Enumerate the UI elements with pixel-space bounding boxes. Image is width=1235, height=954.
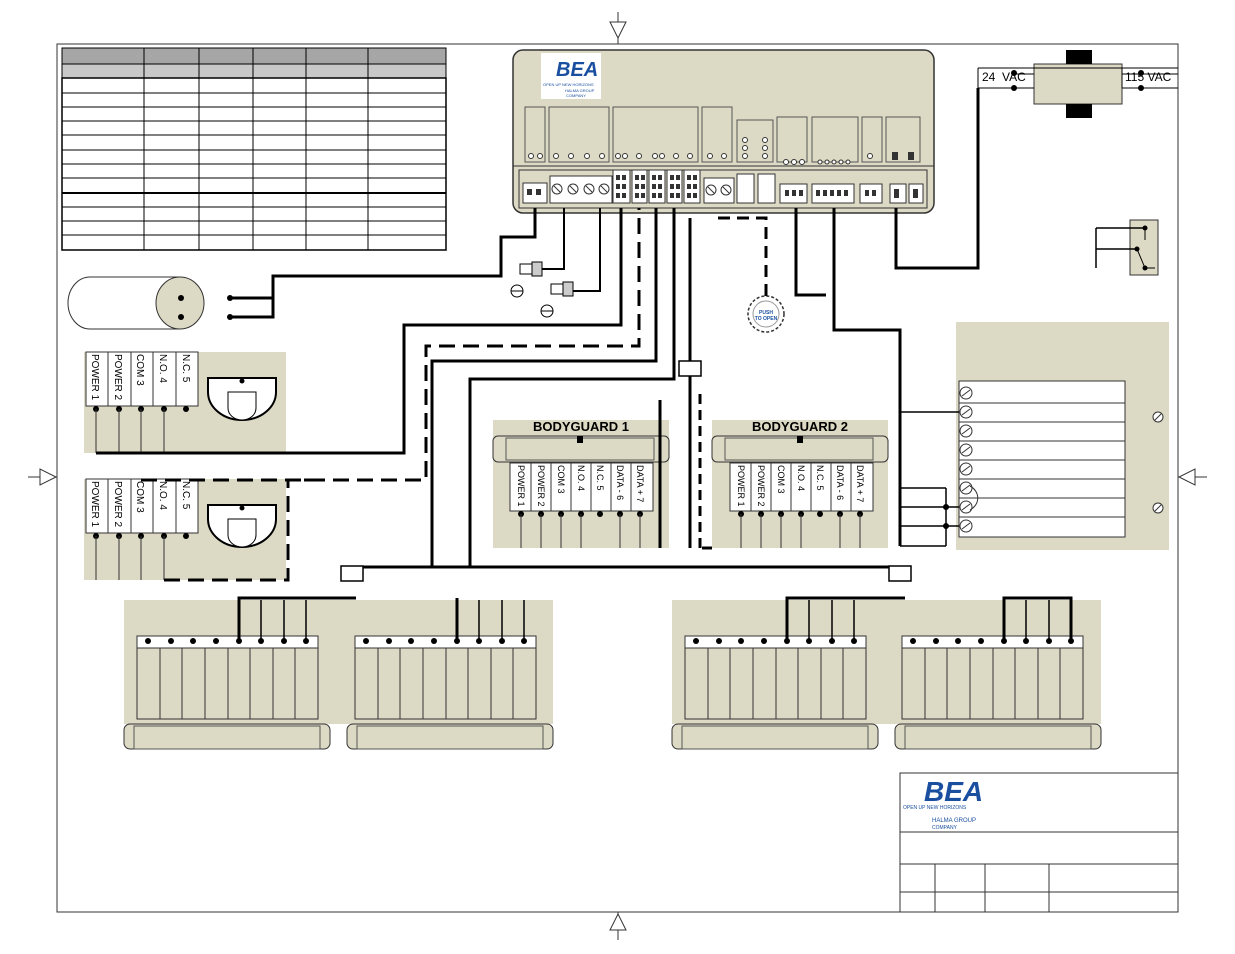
bg1-terminal-2: POWER 2 (536, 465, 546, 507)
push-plate-line1: PUSH (759, 310, 773, 316)
transformer: 24 VAC 115 VAC (977, 50, 1178, 118)
bg2-terminal-7: DATA + 7 (855, 465, 865, 502)
ms2-terminal-1: POWER 1 (89, 481, 100, 528)
spec-table (61, 47, 447, 251)
bg2-terminal-2: POWER 2 (756, 465, 766, 507)
safety-sensor-left (123, 600, 554, 750)
bg2-terminal-5: N.C. 5 (815, 465, 825, 491)
controller-group-line1: HALMA GROUP (565, 88, 595, 93)
controller-logo: BEA (556, 59, 598, 81)
ms2-terminal-5: N.C. 5 (180, 481, 191, 510)
bg2-terminal-4: N.O. 4 (796, 465, 806, 491)
motion-sensor-2: POWER 1 POWER 2 COM 3 N.O. 4 N.C. 5 (84, 478, 286, 580)
title-block-tagline: OPEN UP NEW HORIZONS (903, 805, 967, 811)
ms2-terminal-4: N.O. 4 (157, 481, 168, 510)
title-block-logo: BEA (924, 776, 983, 807)
bg2-terminal-6: DATA - 6 (835, 465, 845, 500)
wire-connectors (340, 360, 912, 582)
bg2-terminal-3: COM 3 (776, 465, 786, 494)
ms1-terminal-5: N.C. 5 (180, 354, 191, 383)
ms1-terminal-4: N.O. 4 (157, 354, 168, 383)
control-unit: BEA OPEN UP NEW HORIZONS HALMA GROUP COM… (512, 49, 935, 214)
motion-sensor-1: POWER 1 POWER 2 COM 3 N.O. 4 N.C. 5 (84, 351, 286, 453)
controller-tagline: OPEN UP NEW HORIZONS (543, 82, 594, 87)
terminal-panel (956, 322, 1169, 550)
ms2-terminal-2: POWER 2 (112, 481, 123, 528)
controller-group-line2: COMPANY (566, 93, 586, 98)
primary-voltage-label: 115 VAC (1125, 70, 1172, 84)
door-motor (67, 276, 233, 330)
bg1-terminal-7: DATA + 7 (635, 465, 645, 502)
title-block-group-1: HALMA GROUP (932, 818, 976, 824)
thin-wiring (260, 227, 1145, 641)
bg1-terminal-5: N.C. 5 (595, 465, 605, 491)
ms1-terminal-3: COM 3 (134, 354, 145, 386)
title-block-group-2: COMPANY (932, 825, 958, 831)
position-switches (510, 261, 574, 318)
bodyguard-2: BODYGUARD 2 POWER 1 POWER 2 COM 3 N.O. 4… (711, 419, 889, 548)
bg1-terminal-4: N.O. 4 (576, 465, 586, 491)
bodyguard-2-label: BODYGUARD 2 (752, 419, 848, 434)
push-plate: PUSH TO OPEN (747, 295, 785, 333)
title-block: BEA OPEN UP NEW HORIZONS HALMA GROUP COM… (899, 772, 1179, 913)
center-markers (28, 12, 1207, 940)
bg1-terminal-6: DATA - 6 (615, 465, 625, 500)
safety-sensor-right (671, 600, 1102, 750)
ms1-terminal-2: POWER 2 (112, 354, 123, 401)
bg1-terminal-3: COM 3 (556, 465, 566, 494)
ms1-terminal-1: POWER 1 (89, 354, 100, 401)
wire-junctions (943, 504, 949, 529)
wiring (96, 88, 1073, 641)
secondary-voltage-label: 24 VAC (982, 70, 1026, 84)
push-plate-line2: TO OPEN (755, 316, 778, 322)
bg1-terminal-1: POWER 1 (516, 465, 526, 507)
bodyguard-1-label: BODYGUARD 1 (533, 419, 629, 434)
key-switch (1129, 219, 1159, 276)
bg2-terminal-1: POWER 1 (736, 465, 746, 507)
ms2-terminal-3: COM 3 (134, 481, 145, 513)
bodyguard-1: BODYGUARD 1 POWER 1 POWER 2 COM 3 N.O. 4… (492, 419, 670, 548)
